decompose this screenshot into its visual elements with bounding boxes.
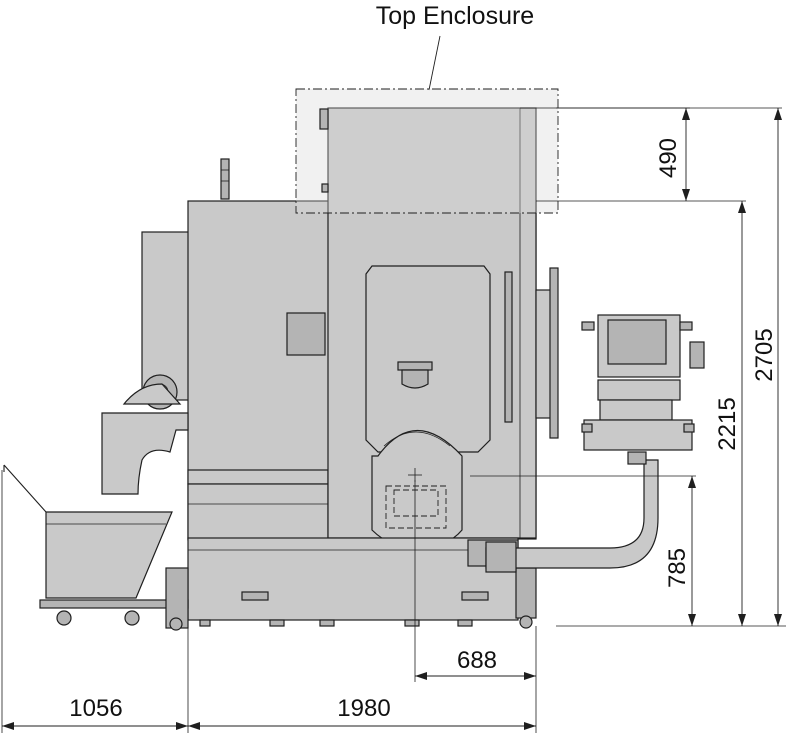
operator-panel bbox=[485, 314, 705, 573]
machine-base bbox=[187, 537, 519, 621]
door-handle bbox=[504, 271, 513, 423]
dim-1980: 1980 bbox=[188, 695, 536, 730]
dim-785: 785 bbox=[664, 476, 696, 626]
svg-text:1056: 1056 bbox=[69, 695, 122, 722]
door-window bbox=[365, 265, 491, 453]
svg-text:1980: 1980 bbox=[337, 695, 390, 722]
spindle-head bbox=[397, 361, 433, 371]
rotary-table bbox=[371, 430, 463, 549]
dim-1056: 1056 bbox=[2, 695, 188, 730]
signal-tower-icon bbox=[220, 158, 230, 200]
svg-text:490: 490 bbox=[655, 138, 682, 178]
coolant-unit bbox=[101, 374, 189, 495]
top-enclosure-label: Top Enclosure bbox=[376, 2, 534, 30]
dim-2705: 2705 bbox=[751, 108, 782, 626]
screen bbox=[607, 319, 667, 365]
svg-text:688: 688 bbox=[457, 647, 497, 674]
rear-side-cover bbox=[141, 231, 191, 401]
svg-text:2705: 2705 bbox=[751, 328, 778, 381]
dim-688: 688 bbox=[415, 647, 536, 680]
top-enclosure-leader bbox=[428, 35, 441, 91]
dim-490: 490 bbox=[655, 108, 690, 201]
machine-body bbox=[187, 107, 537, 629]
chip-bucket bbox=[3, 464, 189, 631]
dim-2215: 2215 bbox=[714, 201, 746, 626]
side-access-panel bbox=[286, 312, 326, 356]
svg-text:2215: 2215 bbox=[714, 397, 741, 450]
top-enclosure-outline bbox=[295, 88, 559, 214]
svg-text:785: 785 bbox=[664, 548, 691, 588]
